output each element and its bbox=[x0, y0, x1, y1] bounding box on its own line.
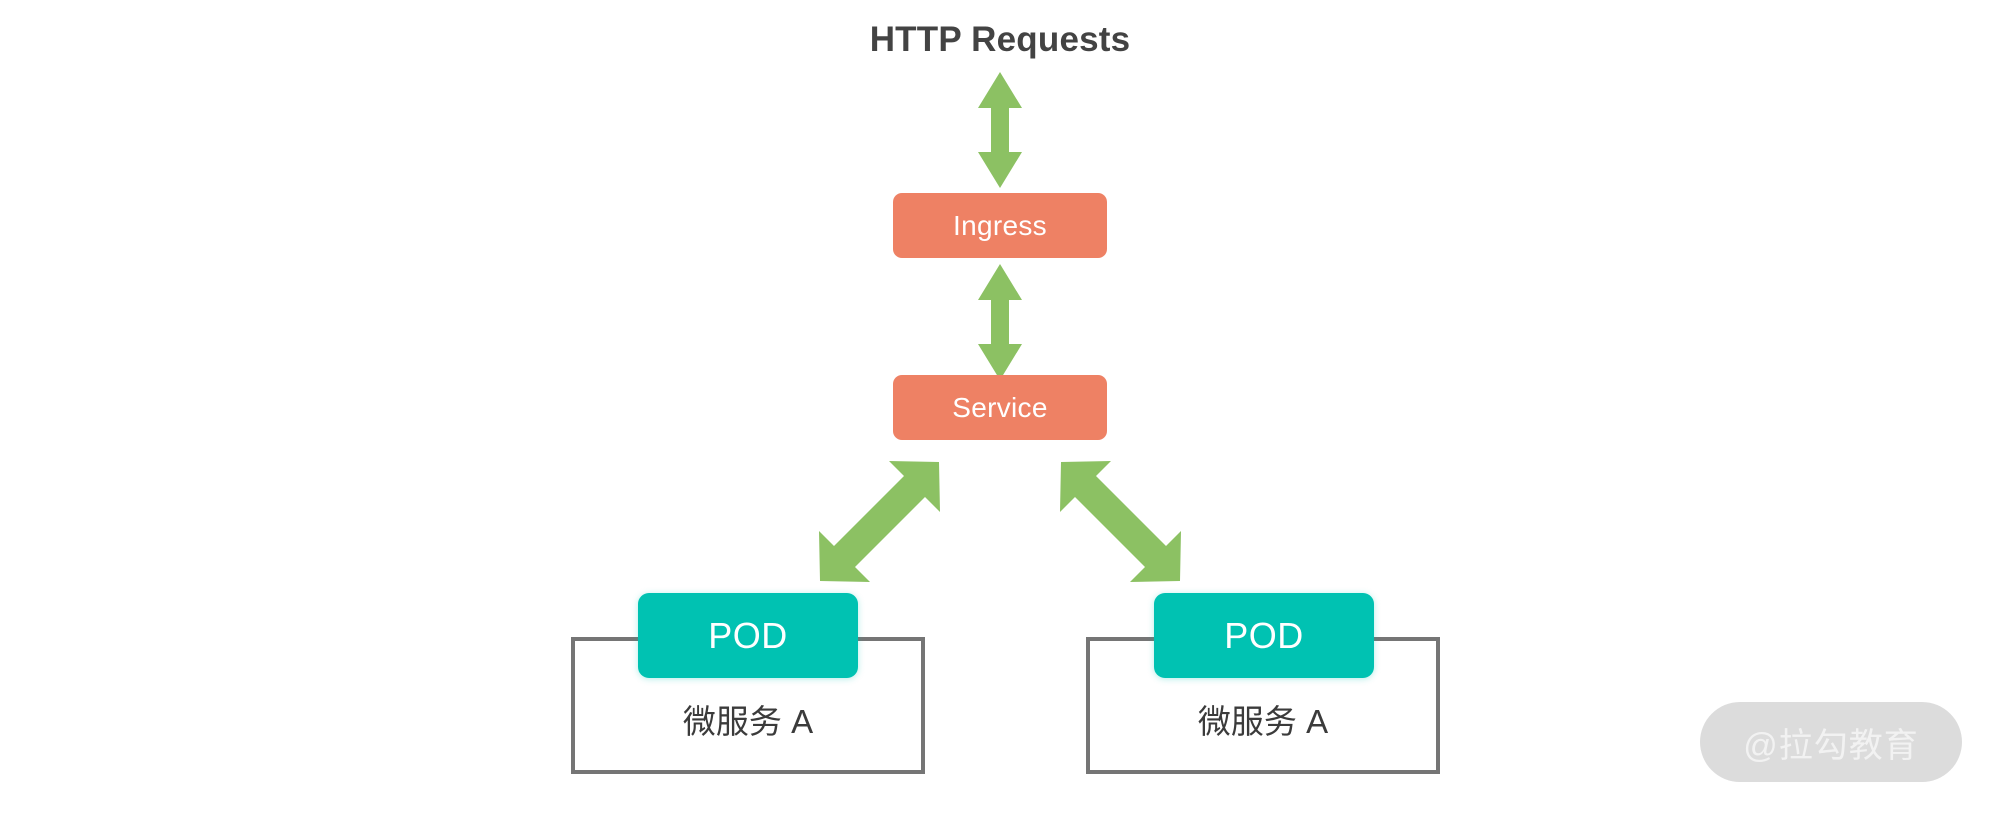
arrow-http-to-ingress bbox=[978, 72, 1022, 188]
node-pod-left-label: POD bbox=[708, 614, 788, 656]
microservice-label-right: 微服务 A bbox=[1197, 703, 1329, 740]
microservice-label-left: 微服务 A bbox=[682, 703, 814, 740]
node-pod-right[interactable]: POD bbox=[1154, 593, 1374, 678]
node-pod-right-label: POD bbox=[1224, 614, 1304, 656]
node-ingress-label: Ingress bbox=[953, 209, 1047, 241]
arrow-service-to-pod-right bbox=[1060, 461, 1181, 582]
watermark-text: @拉勾教育 bbox=[1743, 726, 1919, 765]
node-service-label: Service bbox=[952, 391, 1048, 423]
arrow-ingress-to-service bbox=[978, 264, 1022, 380]
arrow-service-to-pod-left bbox=[819, 461, 940, 582]
watermark-badge: @拉勾教育 bbox=[1700, 702, 1962, 782]
node-pod-left[interactable]: POD bbox=[638, 593, 858, 678]
node-ingress[interactable]: Ingress bbox=[893, 193, 1107, 258]
node-service[interactable]: Service bbox=[893, 375, 1107, 440]
page-title: HTTP Requests bbox=[869, 20, 1131, 59]
